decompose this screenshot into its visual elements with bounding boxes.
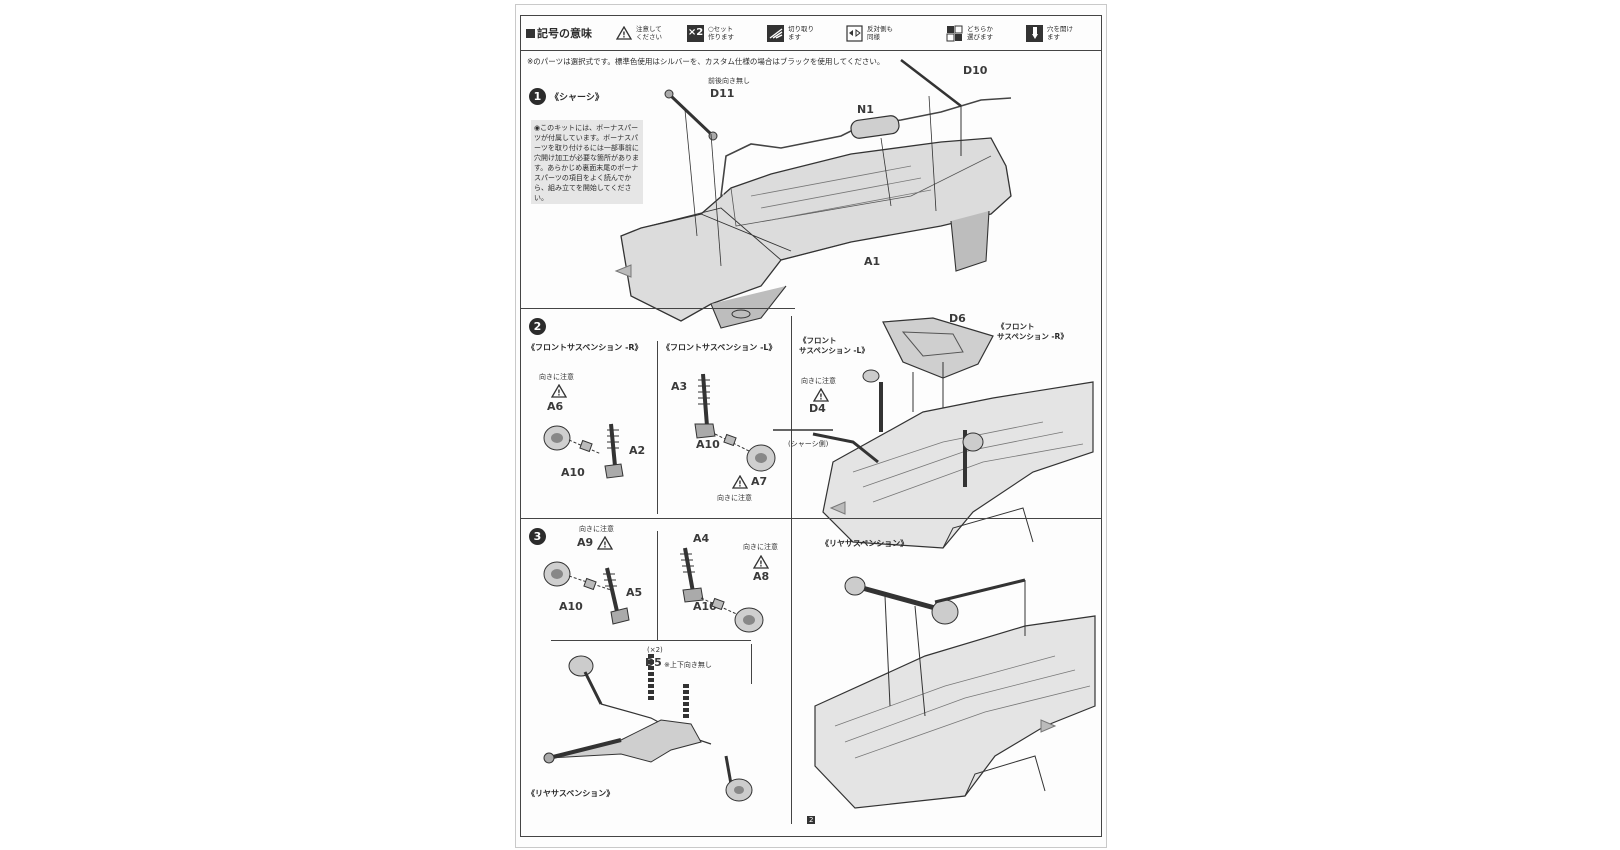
legend-item-sets: ×2 ○セット 作ります — [687, 21, 734, 45]
svg-text:!: ! — [603, 541, 607, 550]
times-two-icon: ×2 — [687, 24, 704, 42]
part-label-n1: N1 — [857, 103, 874, 116]
choice-icon — [946, 25, 963, 42]
legend-item-drill-text: 穴を開け ます — [1047, 25, 1073, 41]
legend-item-caution: ! 注意して ください — [615, 21, 662, 45]
page-frame: 記号の意味 ! 注意して ください ×2 ○セット 作ります 切り取り ます — [520, 15, 1102, 837]
part-label-d10: D10 — [963, 64, 988, 77]
step-1-number: 1 — [529, 88, 546, 105]
legend-item-caution-text: 注意して ください — [636, 25, 662, 41]
warning-triangle-icon: ! — [597, 536, 613, 550]
step-2-divider-a — [657, 341, 658, 514]
part-label-a1: A1 — [864, 255, 881, 268]
svg-text:!: ! — [622, 31, 626, 40]
warning-triangle-icon: ! — [813, 388, 829, 402]
mirror-icon — [846, 24, 863, 42]
legend-item-sets-text: ○セット 作ります — [708, 25, 734, 41]
part-label-a3: A3 — [671, 380, 688, 393]
legend-item-cut-text: 切り取り ます — [788, 25, 814, 41]
front-suspension-l-title: 《フロントサスペンション -L》 — [662, 343, 777, 352]
caution-note-a7: 向きに注意 — [717, 494, 752, 502]
cut-icon — [767, 24, 784, 42]
caution-note-d4: 向きに注意 — [801, 377, 836, 385]
legend-item-choice-text: どちらか 選びます — [967, 25, 993, 41]
legend-item-mirror-text: 反対側も 同様 — [867, 25, 893, 41]
part-label-d4: D4 — [809, 402, 826, 415]
rear-suspension-l-illustration — [680, 542, 781, 632]
part-label-a6: A6 — [547, 400, 564, 413]
svg-text:!: ! — [819, 393, 823, 402]
parts-selection-note: ※のパーツは選択式です。標準色使用はシルバーを、カスタム仕様の場合はブラックを使… — [527, 57, 885, 66]
step-3-divider-a — [657, 531, 658, 641]
rear-suspension-r-illustration — [541, 550, 651, 630]
d11-orientation-note: 前後向き無し — [708, 77, 750, 85]
legend-title: 記号の意味 — [526, 25, 592, 41]
warning-triangle-icon: ! — [753, 555, 769, 569]
caution-note-a9: 向きに注意 — [579, 525, 614, 533]
svg-text:!: ! — [557, 389, 561, 398]
rear-assembly-illustration — [795, 546, 1100, 816]
drill-icon — [1026, 24, 1043, 42]
step-2-number: 2 — [529, 318, 546, 335]
part-label-a10-r3: A10 — [559, 600, 583, 613]
part-label-a7: A7 — [751, 475, 768, 488]
chassis-illustration — [611, 46, 1101, 336]
front-suspension-l-label: 《フロント サスペンション -L》 — [799, 336, 869, 355]
bonus-parts-note: ◉このキットには、ボーナスパーツが付属しています。ボーナスパーツを取り付けるには… — [531, 120, 643, 204]
step-divider-2 — [521, 518, 1101, 519]
legend-item-drill: 穴を開け ます — [1026, 21, 1073, 45]
svg-text:!: ! — [738, 480, 742, 489]
front-assembly-illustration — [793, 312, 1098, 552]
step-3-divider-c — [751, 644, 752, 684]
part-label-a9: A9 — [577, 536, 594, 549]
step-3-number: 3 — [529, 528, 546, 545]
front-suspension-r-title: 《フロントサスペンション -R》 — [527, 343, 643, 352]
instruction-page: 記号の意味 ! 注意して ください ×2 ○セット 作ります 切り取り ます — [515, 4, 1107, 848]
legend-item-mirror: 反対側も 同様 — [846, 21, 893, 45]
part-label-a10-l: A10 — [696, 438, 720, 451]
caution-note-a8: 向きに注意 — [743, 543, 778, 551]
step-2-divider-b — [791, 316, 792, 824]
part-label-a10-r: A10 — [561, 466, 585, 479]
d5-quantity: (×2) — [647, 646, 663, 654]
front-suspension-r-label: 《フロント サスペンション -R》 — [997, 322, 1068, 341]
warning-triangle-icon: ! — [551, 384, 567, 398]
part-label-a4: A4 — [693, 532, 710, 545]
front-suspension-l-illustration — [681, 366, 791, 476]
symbol-legend: 記号の意味 ! 注意して ください ×2 ○セット 作ります 切り取り ます — [521, 16, 1101, 51]
part-label-d11: D11 — [710, 87, 735, 100]
svg-text:!: ! — [759, 560, 763, 569]
rear-suspension-title-right: 《リヤサスペンション》 — [821, 539, 909, 548]
part-label-a2: A2 — [629, 444, 646, 457]
legend-title-text: 記号の意味 — [537, 27, 592, 40]
step-1-title: 《シャーシ》 — [550, 93, 604, 103]
part-label-d6: D6 — [949, 312, 966, 325]
d5-orientation-note: ※上下向き無し — [664, 661, 712, 669]
legend-item-cut: 切り取り ます — [767, 21, 814, 45]
legend-item-choice: どちらか 選びます — [946, 21, 993, 45]
warning-triangle-icon: ! — [615, 25, 632, 42]
step-3-subdivider — [551, 640, 751, 641]
page-number: 2 — [807, 816, 816, 824]
step-divider-1 — [521, 308, 795, 309]
chassis-side-note: (シャーシ側) — [788, 440, 829, 448]
part-label-a8: A8 — [753, 570, 770, 583]
caution-note-a6: 向きに注意 — [539, 373, 574, 381]
warning-triangle-icon: ! — [732, 475, 748, 489]
part-label-a10-l3: A10 — [693, 600, 717, 613]
rear-suspension-title-bottom: 《リヤサスペンション》 — [527, 789, 615, 798]
part-label-a5: A5 — [626, 586, 643, 599]
rear-axle-illustration — [541, 644, 771, 804]
front-suspension-r-illustration — [541, 414, 641, 494]
